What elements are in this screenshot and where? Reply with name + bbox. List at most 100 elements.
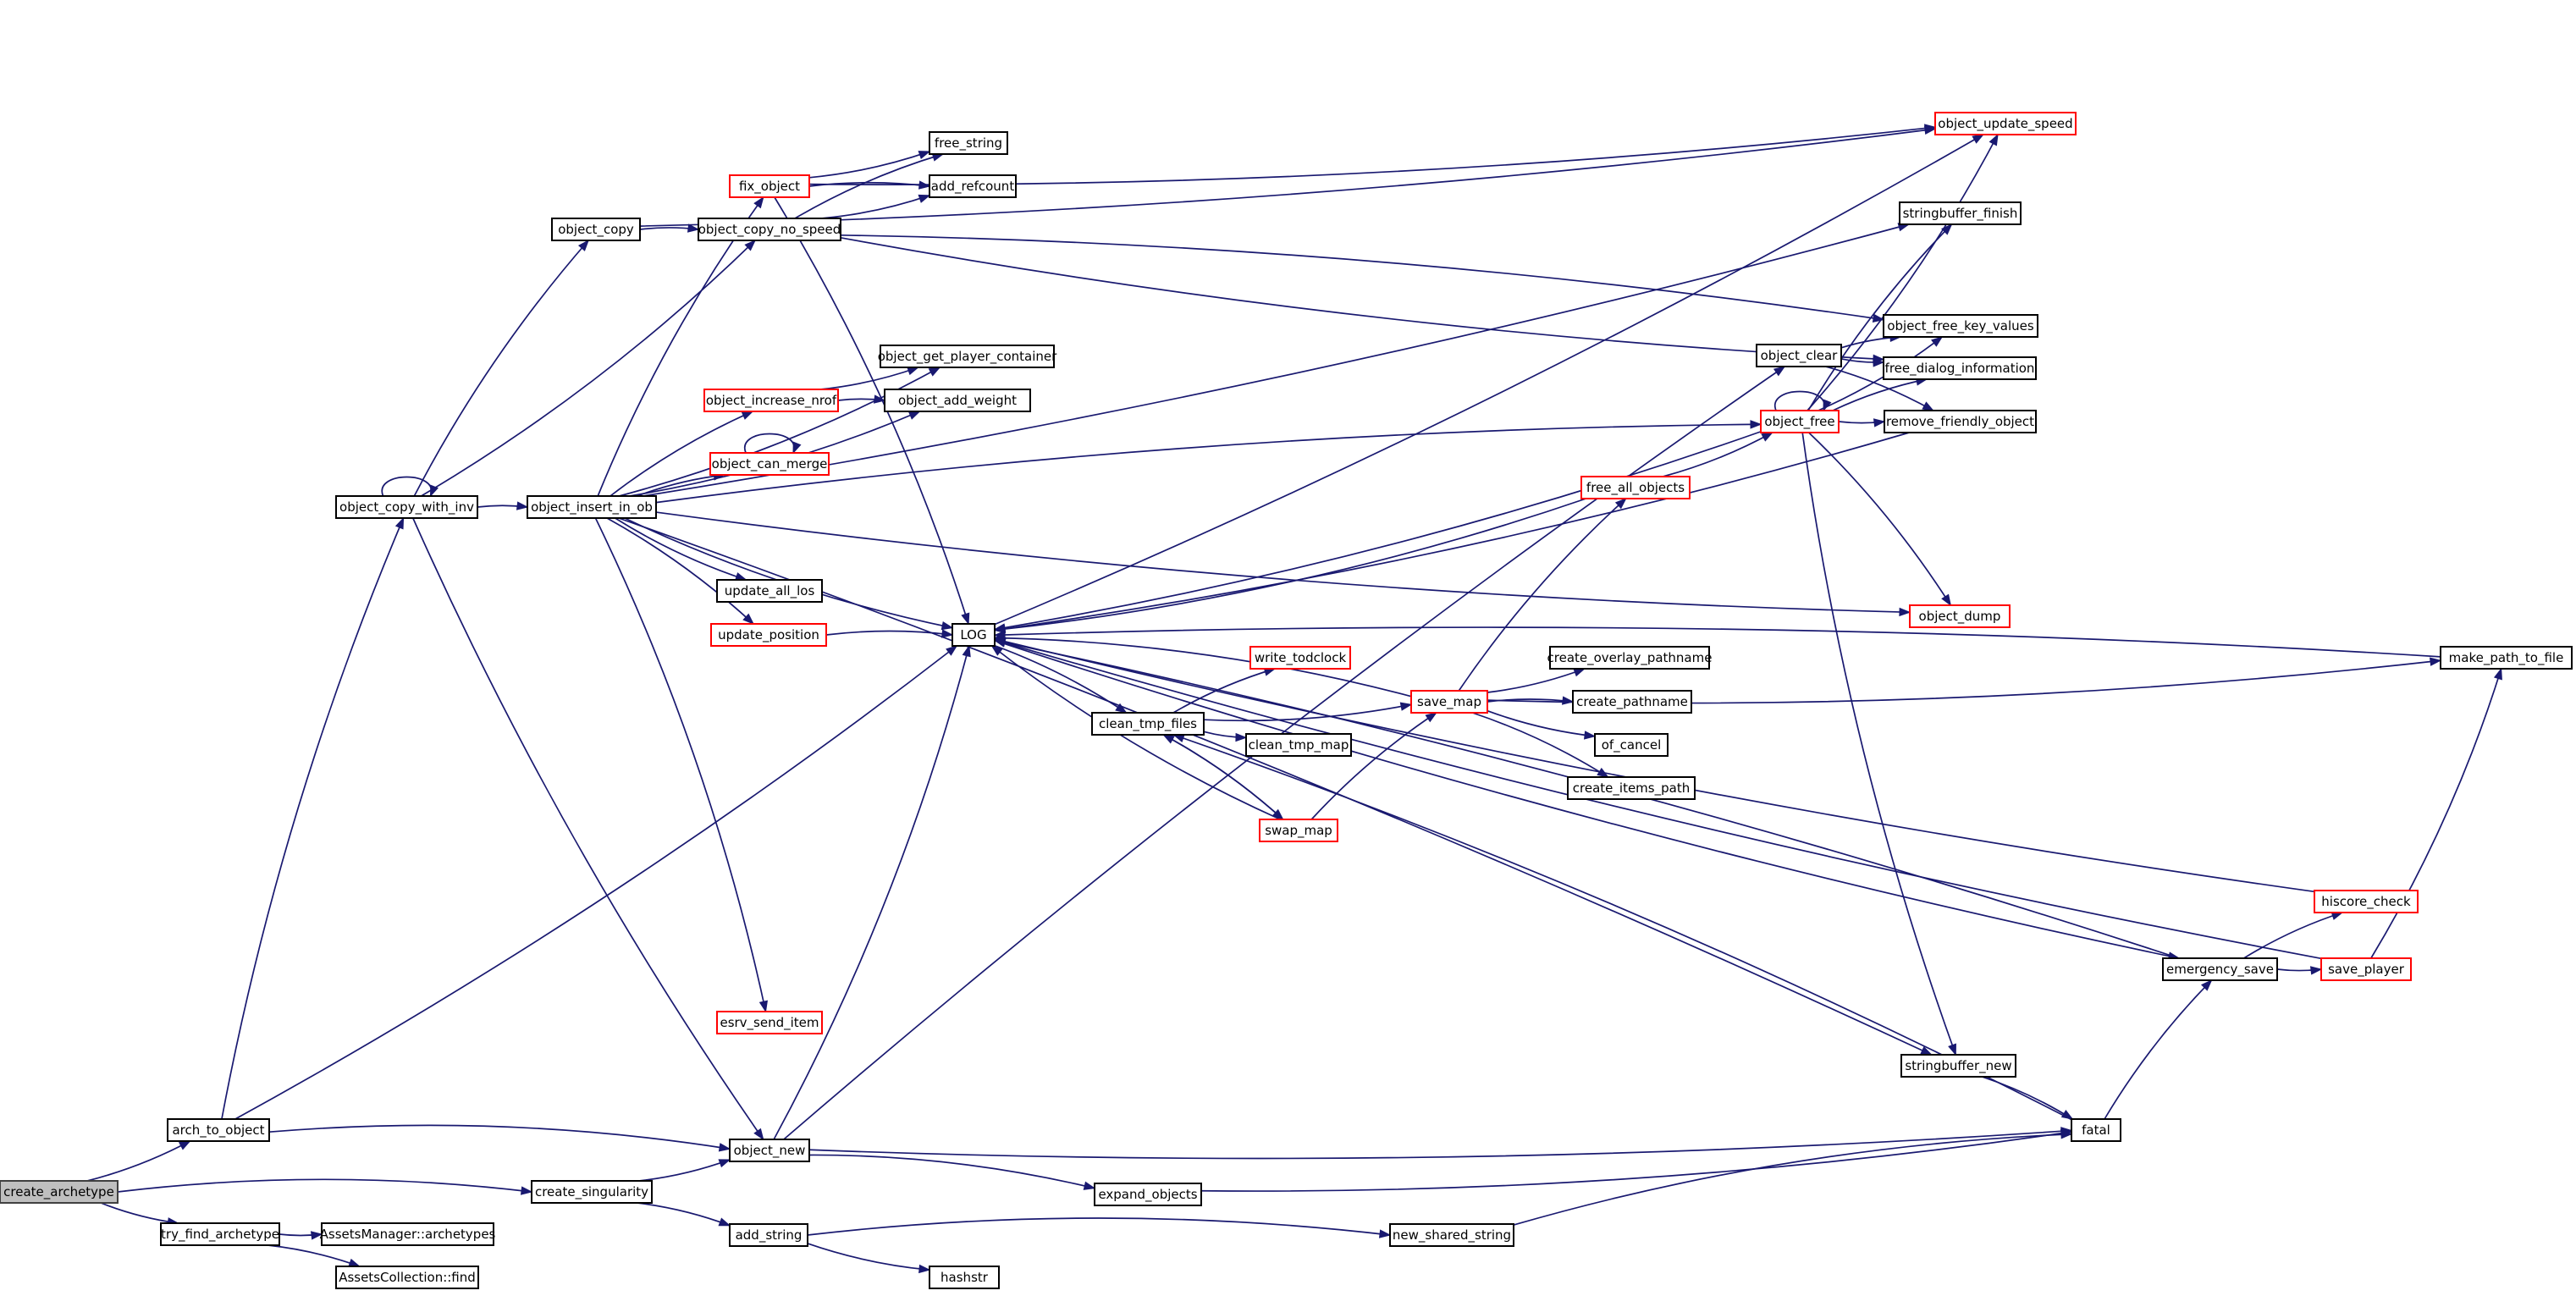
node-box[interactable] bbox=[527, 495, 657, 519]
node-box[interactable] bbox=[729, 174, 810, 198]
node-object_get_player_container[interactable]: object_get_player_container bbox=[878, 345, 1057, 368]
node-box[interactable] bbox=[1572, 690, 1692, 714]
node-box[interactable] bbox=[703, 389, 839, 412]
node-object_insert_in_ob[interactable]: object_insert_in_ob bbox=[527, 495, 657, 519]
node-create_items_path[interactable]: create_items_path bbox=[1567, 776, 1696, 800]
node-of_cancel[interactable]: of_cancel bbox=[1594, 733, 1669, 757]
node-object_new[interactable]: object_new bbox=[729, 1139, 810, 1162]
node-object_free[interactable]: object_free bbox=[1760, 410, 1840, 433]
node-fix_object[interactable]: fix_object bbox=[729, 174, 810, 198]
node-box[interactable] bbox=[709, 452, 830, 476]
node-box[interactable] bbox=[1549, 646, 1710, 670]
node-box[interactable] bbox=[1909, 604, 2011, 628]
node-save_map[interactable]: save_map bbox=[1410, 690, 1488, 714]
node-update_position[interactable]: update_position bbox=[710, 623, 827, 647]
node-box[interactable] bbox=[1884, 410, 2037, 433]
node-box[interactable] bbox=[729, 1223, 808, 1247]
node-object_copy_with_inv[interactable]: object_copy_with_inv bbox=[335, 495, 478, 519]
node-stringbuffer_new[interactable]: stringbuffer_new bbox=[1900, 1054, 2016, 1078]
node-remove_friendly_object[interactable]: remove_friendly_object bbox=[1884, 410, 2037, 433]
node-write_todclock[interactable]: write_todclock bbox=[1249, 646, 1351, 670]
node-box[interactable] bbox=[1883, 314, 2038, 338]
node-box[interactable] bbox=[2320, 957, 2412, 981]
node-box[interactable] bbox=[880, 345, 1055, 368]
node-box[interactable] bbox=[1900, 1054, 2016, 1078]
node-box[interactable] bbox=[160, 1222, 280, 1246]
node-create_archetype[interactable]: create_archetype bbox=[0, 1180, 119, 1204]
node-new_shared_string[interactable]: new_shared_string bbox=[1389, 1223, 1514, 1247]
node-box[interactable] bbox=[952, 623, 996, 647]
node-object_copy[interactable]: object_copy bbox=[551, 218, 641, 241]
node-add_refcount[interactable]: add_refcount bbox=[929, 174, 1017, 198]
node-object_dump[interactable]: object_dump bbox=[1909, 604, 2011, 628]
node-box[interactable] bbox=[1245, 733, 1352, 757]
node-box[interactable] bbox=[1756, 344, 1842, 367]
node-free_all_objects[interactable]: free_all_objects bbox=[1580, 476, 1691, 499]
node-expand_objects[interactable]: expand_objects bbox=[1094, 1183, 1202, 1206]
node-box[interactable] bbox=[1094, 1183, 1202, 1206]
node-create_pathname[interactable]: create_pathname bbox=[1572, 690, 1692, 714]
node-log[interactable]: LOG bbox=[952, 623, 996, 647]
node-object_free_key_values[interactable]: object_free_key_values bbox=[1883, 314, 2038, 338]
node-box[interactable] bbox=[698, 218, 841, 241]
node-try_find_archetype[interactable]: try_find_archetype bbox=[160, 1222, 280, 1246]
node-box[interactable] bbox=[1899, 201, 2022, 225]
node-object_update_speed[interactable]: object_update_speed bbox=[1934, 112, 2077, 135]
node-hiscore_check[interactable]: hiscore_check bbox=[2314, 890, 2419, 913]
node-box[interactable] bbox=[2440, 646, 2573, 670]
node-box[interactable] bbox=[1934, 112, 2077, 135]
node-object_clear[interactable]: object_clear bbox=[1756, 344, 1842, 367]
node-box[interactable] bbox=[531, 1180, 653, 1204]
node-update_all_los[interactable]: update_all_los bbox=[716, 579, 823, 603]
node-box[interactable] bbox=[1389, 1223, 1514, 1247]
node-assets_manager_archetypes[interactable]: AssetsManager::archetypes bbox=[320, 1222, 496, 1246]
node-emergency_save[interactable]: emergency_save bbox=[2162, 957, 2278, 981]
node-hashstr[interactable]: hashstr bbox=[929, 1266, 1000, 1289]
node-box[interactable] bbox=[929, 174, 1017, 198]
node-make_path_to_file[interactable]: make_path_to_file bbox=[2440, 646, 2573, 670]
node-assets_collection_find[interactable]: AssetsCollection::find bbox=[335, 1266, 479, 1289]
node-box[interactable] bbox=[929, 1266, 1000, 1289]
node-clean_tmp_map[interactable]: clean_tmp_map bbox=[1245, 733, 1352, 757]
node-free_dialog_information[interactable]: free_dialog_information bbox=[1883, 356, 2037, 380]
node-box[interactable] bbox=[2162, 957, 2278, 981]
node-box[interactable] bbox=[0, 1180, 119, 1204]
node-box[interactable] bbox=[716, 1011, 823, 1034]
node-box[interactable] bbox=[335, 495, 478, 519]
node-box[interactable] bbox=[729, 1139, 810, 1162]
node-box[interactable] bbox=[2314, 890, 2419, 913]
node-stringbuffer_finish[interactable]: stringbuffer_finish bbox=[1899, 201, 2022, 225]
node-arch_to_object[interactable]: arch_to_object bbox=[167, 1118, 270, 1142]
node-clean_tmp_files[interactable]: clean_tmp_files bbox=[1091, 712, 1205, 736]
node-create_singularity[interactable]: create_singularity bbox=[531, 1180, 653, 1204]
node-fatal[interactable]: fatal bbox=[2071, 1118, 2121, 1142]
node-create_overlay_pathname[interactable]: create_overlay_pathname bbox=[1547, 646, 1713, 670]
node-box[interactable] bbox=[1259, 819, 1338, 842]
node-object_can_merge[interactable]: object_can_merge bbox=[709, 452, 830, 476]
node-save_player[interactable]: save_player bbox=[2320, 957, 2412, 981]
node-box[interactable] bbox=[1883, 356, 2037, 380]
node-object_add_weight[interactable]: object_add_weight bbox=[884, 389, 1031, 412]
node-box[interactable] bbox=[1760, 410, 1840, 433]
node-object_increase_nrof[interactable]: object_increase_nrof bbox=[703, 389, 839, 412]
node-swap_map[interactable]: swap_map bbox=[1259, 819, 1338, 842]
node-box[interactable] bbox=[335, 1266, 479, 1289]
node-box[interactable] bbox=[710, 623, 827, 647]
node-box[interactable] bbox=[884, 389, 1031, 412]
node-box[interactable] bbox=[1091, 712, 1205, 736]
node-box[interactable] bbox=[551, 218, 641, 241]
node-box[interactable] bbox=[1594, 733, 1669, 757]
node-box[interactable] bbox=[1410, 690, 1488, 714]
node-box[interactable] bbox=[1580, 476, 1691, 499]
node-add_string[interactable]: add_string bbox=[729, 1223, 808, 1247]
node-free_string[interactable]: free_string bbox=[929, 131, 1008, 155]
node-box[interactable] bbox=[2071, 1118, 2121, 1142]
node-esrv_send_item[interactable]: esrv_send_item bbox=[716, 1011, 823, 1034]
node-object_copy_no_speed[interactable]: object_copy_no_speed bbox=[698, 218, 841, 241]
node-box[interactable] bbox=[321, 1222, 494, 1246]
node-box[interactable] bbox=[716, 579, 823, 603]
node-box[interactable] bbox=[167, 1118, 270, 1142]
node-box[interactable] bbox=[1249, 646, 1351, 670]
node-box[interactable] bbox=[1567, 776, 1696, 800]
node-box[interactable] bbox=[929, 131, 1008, 155]
